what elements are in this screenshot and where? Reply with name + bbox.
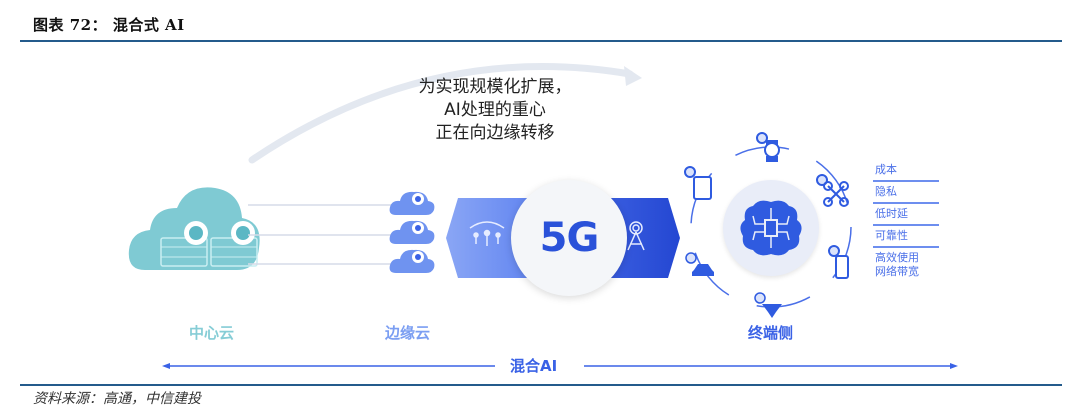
- cell-tower-icon: [627, 221, 645, 251]
- tier-label-device-side: 终端侧: [748, 324, 794, 342]
- headline-line-2: AI处理的重心: [444, 100, 546, 120]
- brain-chip-icon: [740, 200, 802, 256]
- headline-line-3: 正在向边缘转移: [435, 123, 555, 143]
- headline: 为实现规模化扩展， AI处理的重心 正在向边缘转移: [395, 76, 595, 145]
- 5g-label: 5G: [539, 215, 600, 261]
- benefit-bandwidth: 高效使用 网络带宽: [875, 251, 919, 278]
- benefit-cost: 成本: [873, 160, 939, 182]
- tier-label-center-cloud: 中心云: [189, 324, 235, 342]
- drone-icon: [816, 174, 849, 207]
- hybrid-ai-label: 混合AI: [510, 357, 558, 375]
- antenna-array-icon: [469, 221, 505, 246]
- source-note: 资料来源：高通，中信建投: [33, 391, 201, 407]
- ai-core: [723, 180, 819, 276]
- benefits-list: 成本 隐私 低时延 可靠性 高效使用 网络带宽: [873, 160, 939, 282]
- benefit-privacy: 隐私: [873, 182, 939, 204]
- xr-headset-icon: [754, 292, 782, 318]
- header-rule: [20, 40, 1062, 42]
- footer-rule: [20, 384, 1062, 386]
- figure-title: 图表 72： 混合式 AI: [33, 16, 185, 34]
- 5g-badge: 5G: [511, 180, 627, 296]
- tier-label-edge-cloud: 边缘云: [385, 324, 431, 342]
- headline-line-1: 为实现规模化扩展，: [418, 77, 572, 97]
- edge-cloud-icons: [389, 191, 435, 273]
- center-cloud-icon: [128, 187, 260, 270]
- benefit-reliability: 可靠性: [873, 226, 939, 248]
- phone-icon: [828, 245, 849, 279]
- watch-icon: [756, 132, 780, 162]
- benefit-latency: 低时延: [873, 204, 939, 226]
- car-icon: [685, 252, 714, 276]
- tablet-icon: [684, 166, 712, 200]
